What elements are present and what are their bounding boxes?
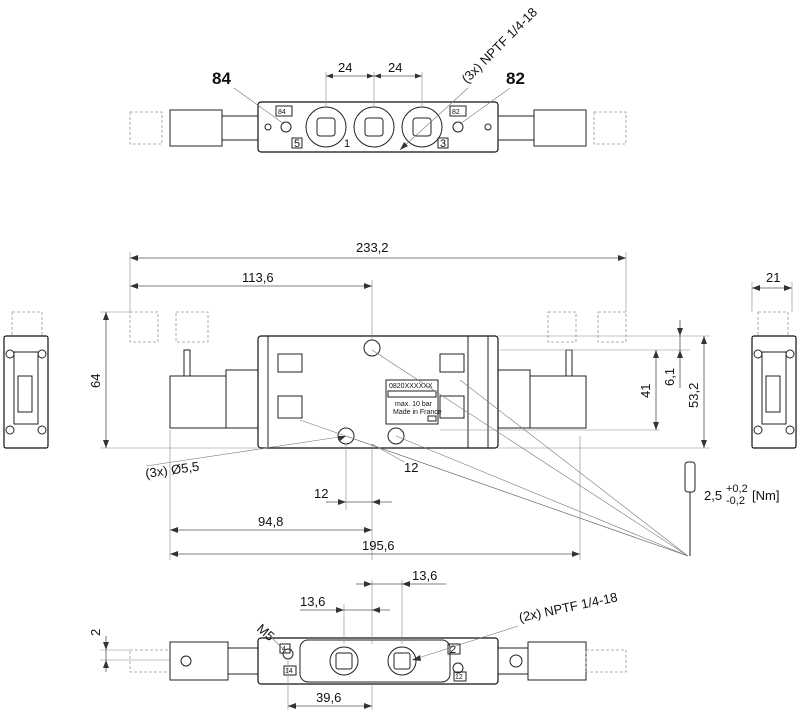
dim-height-41: 41 (638, 384, 653, 398)
dim-12-upper: 12 (404, 460, 418, 475)
side-view-left (3, 311, 49, 449)
dim-height-6-1: 6,1 (662, 368, 677, 386)
top-right-connector (593, 111, 627, 145)
torque-plus: +0,2 (726, 483, 748, 495)
dim-height-53-2: 53,2 (686, 383, 701, 408)
top-left-coil-neck (221, 115, 259, 141)
dim-top-24-right: 24 (388, 60, 402, 75)
front-left-connector-1 (129, 311, 159, 343)
top-label-3: 3 (440, 138, 446, 150)
top-pilot-84 (280, 121, 292, 133)
dim-94-8: 94,8 (258, 514, 283, 529)
front-left-connector-2 (175, 311, 209, 343)
top-left-connector (129, 111, 163, 145)
top-pilot-82 (452, 121, 464, 133)
dim-height-64: 64 (88, 374, 103, 388)
top-label-82-small: 82 (452, 109, 460, 116)
dim-2: 2 (88, 629, 103, 636)
dim-overall-length: 233,2 (356, 240, 389, 255)
torque-minus: -0,2 (726, 495, 745, 507)
label-origin: Made in France (393, 409, 442, 416)
bottom-label-4: 4 (282, 646, 286, 653)
fixing-hole-right (387, 427, 405, 445)
screwdriver-icon (684, 461, 696, 556)
top-label-1: 1 (344, 138, 350, 150)
bottom-label-2: 2 (450, 644, 456, 656)
front-view: 0820XXXXXX max. 10 bar Made in France 23… (88, 240, 779, 560)
dim-39-6: 39,6 (316, 690, 341, 705)
dim-12-lower: 12 (314, 486, 328, 501)
front-left-coil (225, 369, 261, 429)
bottom-label-12: 12 (455, 674, 463, 681)
top-right-coil-neck (497, 115, 535, 141)
top-left-solenoid (169, 109, 223, 147)
dim-half-length: 113,6 (242, 270, 274, 285)
torque-base: 2,5 (704, 488, 722, 503)
front-right-connector-2 (597, 311, 627, 343)
top-label-5: 5 (294, 138, 300, 150)
torque-unit: [Nm] (752, 488, 779, 503)
callout-nptf-2x: (2x) NPTF 1/4-18 (518, 589, 619, 625)
callout-port-84: 84 (212, 69, 231, 88)
label-part-code: 0820XXXXXX (389, 383, 433, 390)
front-left-solenoid (169, 375, 227, 429)
top-right-solenoid (533, 109, 587, 147)
dim-13-6-left: 13,6 (300, 594, 325, 609)
top-label-84-small: 84 (278, 109, 286, 116)
label-plate (385, 379, 439, 425)
front-right-connector-1 (547, 311, 577, 343)
dim-width-21: 21 (766, 270, 780, 285)
dim-195-6: 195,6 (362, 538, 395, 553)
bottom-view: 4 14 2 12 13,6 13,6 (2x) NPTF 1/4-18 M5 … (88, 568, 627, 710)
top-view: 84 82 5 1 3 24 24 84 82 (3x) NPTF 1/4-18 (129, 5, 627, 153)
bottom-label-14: 14 (285, 668, 293, 675)
callout-port-82: 82 (506, 69, 525, 88)
label-max-pressure: max. 10 bar (395, 401, 433, 408)
callout-nptf-3x: (3x) NPTF 1/4-18 (459, 5, 541, 87)
side-view-right: 21 (751, 270, 797, 449)
dim-top-24-left: 24 (338, 60, 352, 75)
front-right-coil (495, 369, 531, 429)
front-right-solenoid (529, 375, 587, 429)
dim-13-6-right: 13,6 (412, 568, 437, 583)
